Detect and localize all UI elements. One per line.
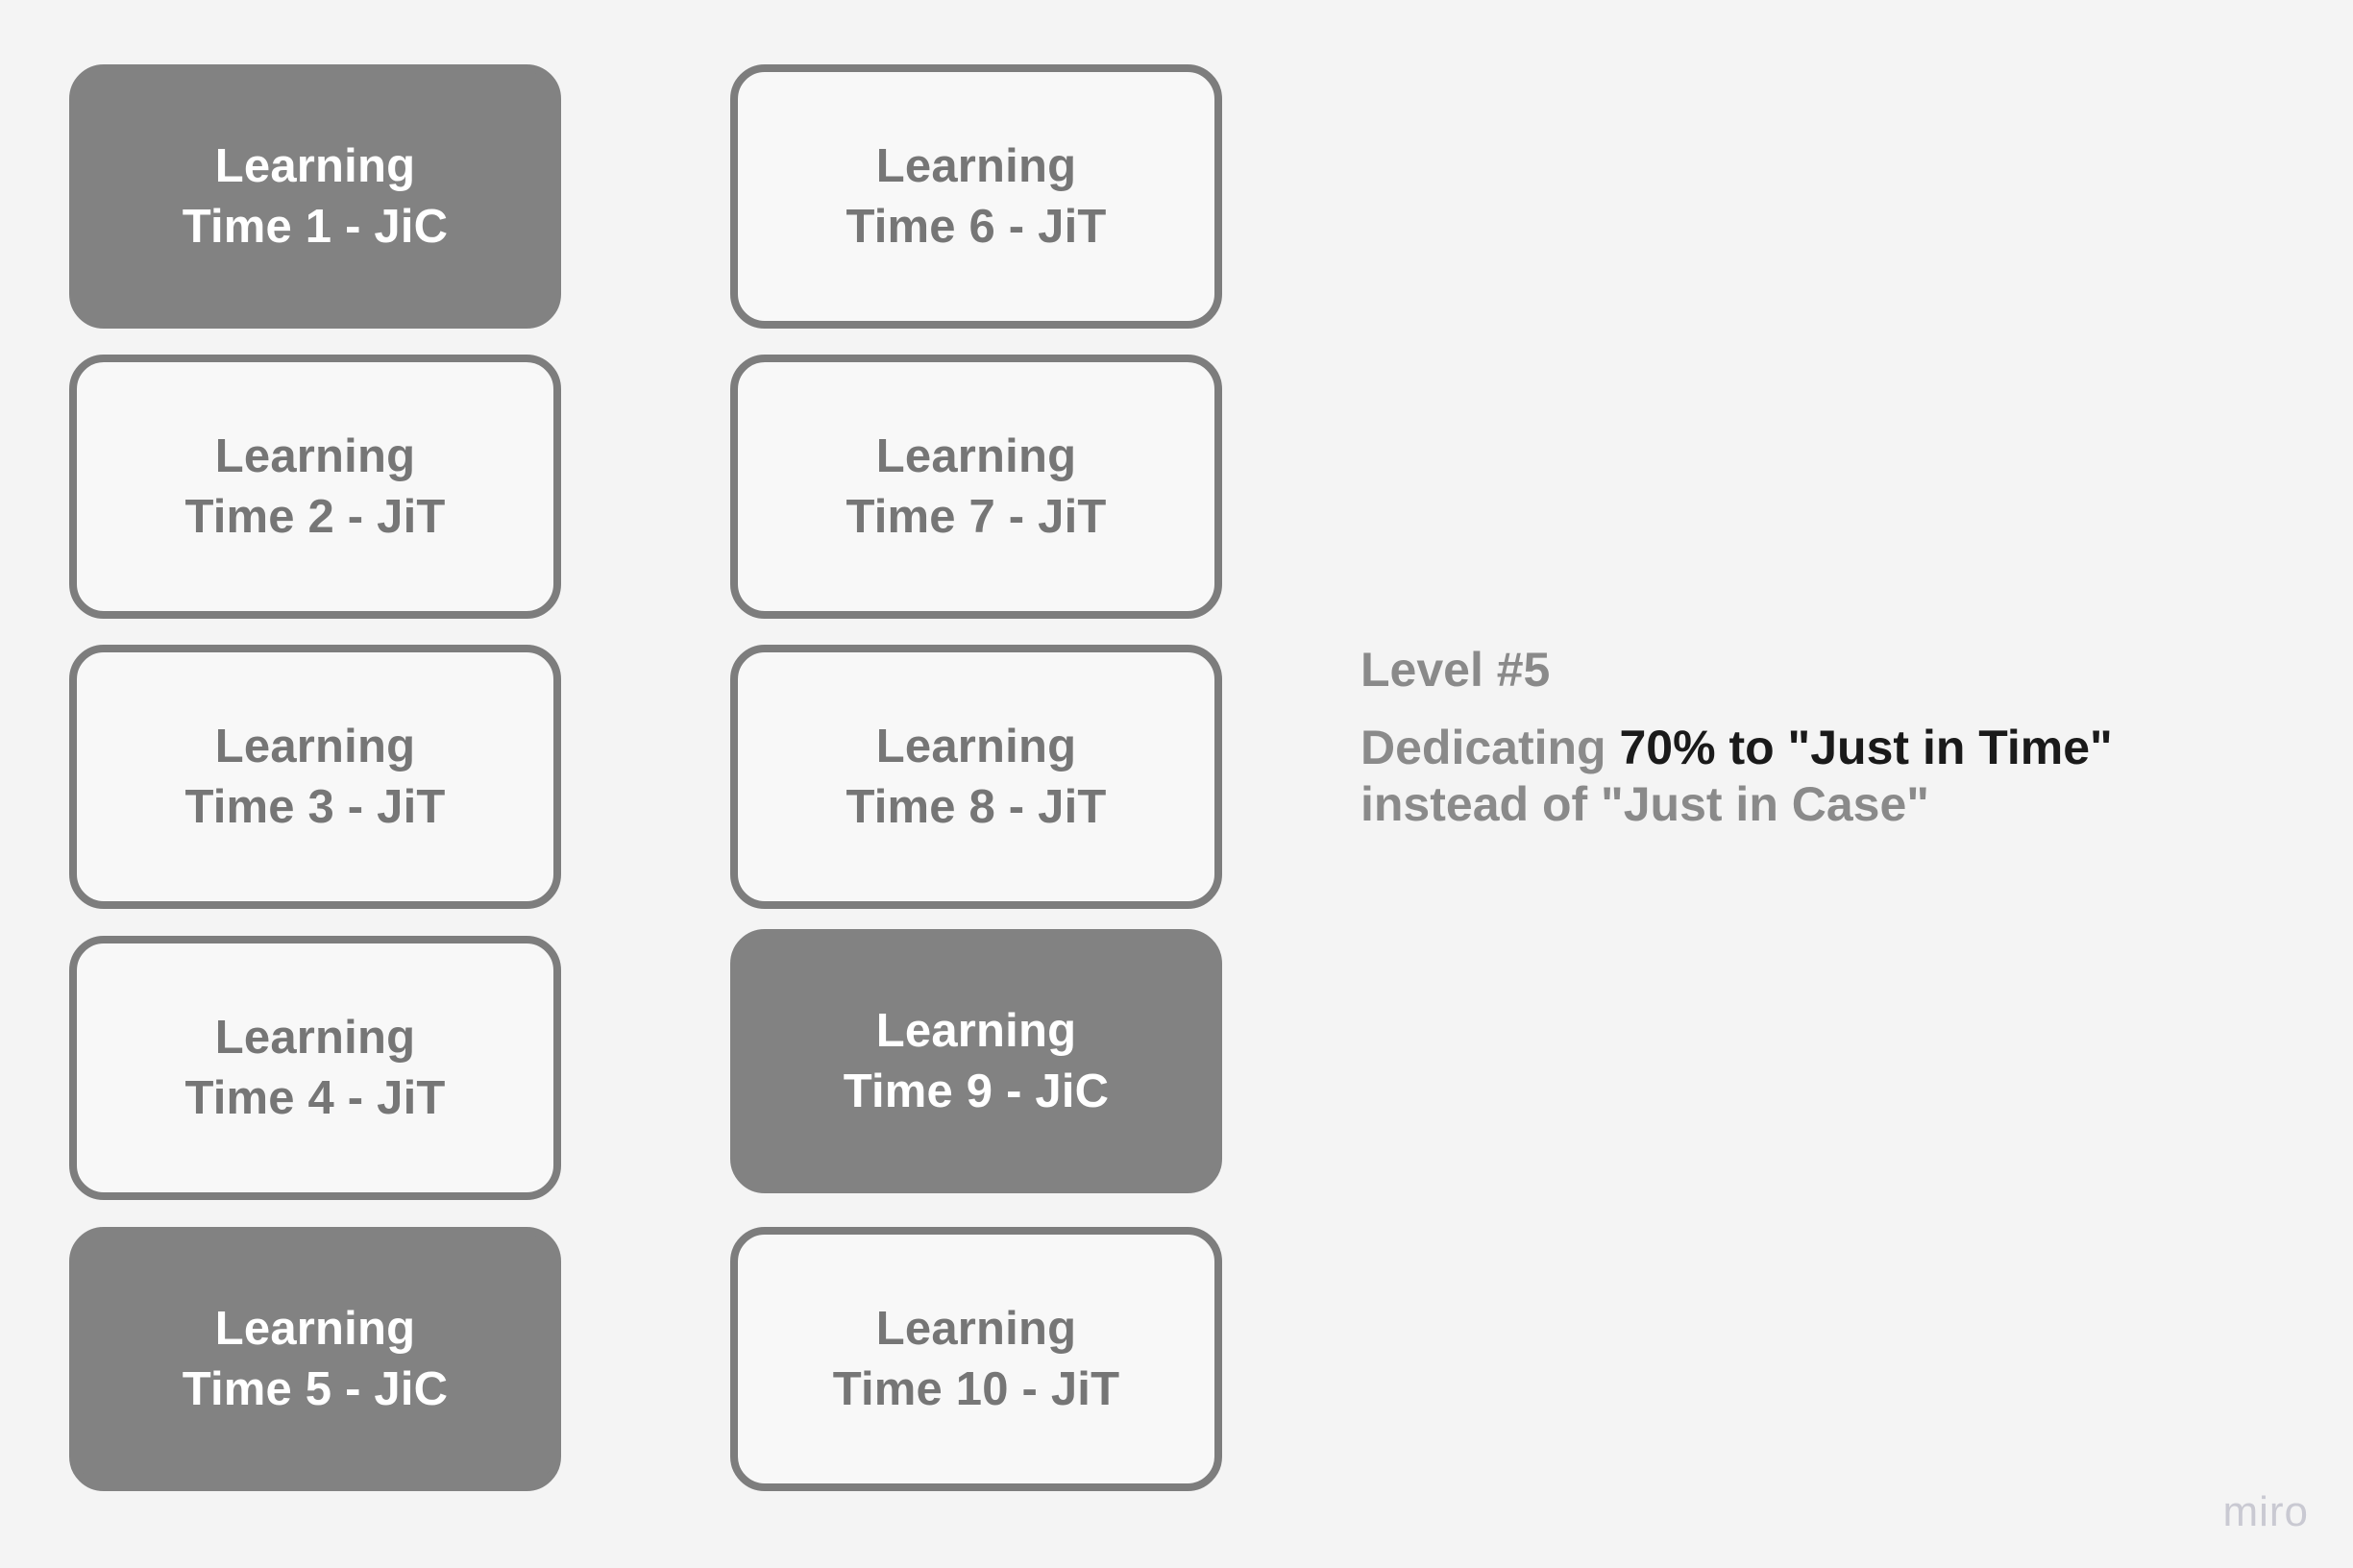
learning-time-card-9[interactable]: Learning Time 9 - JiC bbox=[730, 929, 1222, 1193]
learning-time-card-2[interactable]: Learning Time 2 - JiT bbox=[69, 355, 561, 619]
card-line-1: Learning bbox=[875, 429, 1077, 482]
card-line-1: Learning bbox=[875, 139, 1077, 192]
learning-time-card-7[interactable]: Learning Time 7 - JiT bbox=[730, 355, 1222, 619]
annotation-description-prefix: Dedicating bbox=[1360, 721, 1620, 774]
learning-time-card-3[interactable]: Learning Time 3 - JiT bbox=[69, 645, 561, 909]
level-annotation[interactable]: Level #5 Dedicating 70% to "Just in Time… bbox=[1360, 642, 2321, 833]
card-line-1: Learning bbox=[214, 1302, 416, 1355]
card-line-1: Learning bbox=[214, 429, 416, 482]
card-line-2: Time 1 - JiC bbox=[182, 200, 449, 253]
card-line-2: Time 5 - JiC bbox=[182, 1362, 449, 1415]
miro-watermark: miro bbox=[2222, 1488, 2309, 1535]
card-line-2: Time 4 - JiT bbox=[184, 1071, 446, 1124]
annotation-level-label: Level #5 bbox=[1360, 643, 1551, 697]
learning-time-card-1[interactable]: Learning Time 1 - JiC bbox=[69, 64, 561, 329]
card-line-1: Learning bbox=[214, 1011, 416, 1064]
card-line-2: Time 8 - JiT bbox=[846, 780, 1107, 833]
annotation-description-line-2: instead of "Just in Case" bbox=[1360, 777, 1929, 831]
card-line-1: Learning bbox=[875, 1302, 1077, 1355]
card-line-2: Time 9 - JiC bbox=[843, 1065, 1110, 1117]
annotation-spacer bbox=[1360, 698, 2321, 720]
card-line-1: Learning bbox=[875, 1004, 1077, 1057]
learning-time-card-8[interactable]: Learning Time 8 - JiT bbox=[730, 645, 1222, 909]
learning-time-card-6[interactable]: Learning Time 6 - JiT bbox=[730, 64, 1222, 329]
card-line-2: Time 10 - JiT bbox=[832, 1362, 1120, 1415]
card-line-2: Time 2 - JiT bbox=[184, 490, 446, 543]
card-line-2: Time 3 - JiT bbox=[184, 780, 446, 833]
annotation-description-emphasis: 70% to "Just in Time" bbox=[1619, 721, 2113, 774]
card-line-1: Learning bbox=[214, 139, 416, 192]
learning-time-card-10[interactable]: Learning Time 10 - JiT bbox=[730, 1227, 1222, 1491]
learning-time-card-4[interactable]: Learning Time 4 - JiT bbox=[69, 936, 561, 1200]
card-line-2: Time 7 - JiT bbox=[846, 490, 1107, 543]
annotation-description-line-1: Dedicating 70% to "Just in Time" bbox=[1360, 720, 2321, 776]
learning-time-card-5[interactable]: Learning Time 5 - JiC bbox=[69, 1227, 561, 1491]
card-line-2: Time 6 - JiT bbox=[846, 200, 1107, 253]
card-line-1: Learning bbox=[214, 720, 416, 772]
card-line-1: Learning bbox=[875, 720, 1077, 772]
